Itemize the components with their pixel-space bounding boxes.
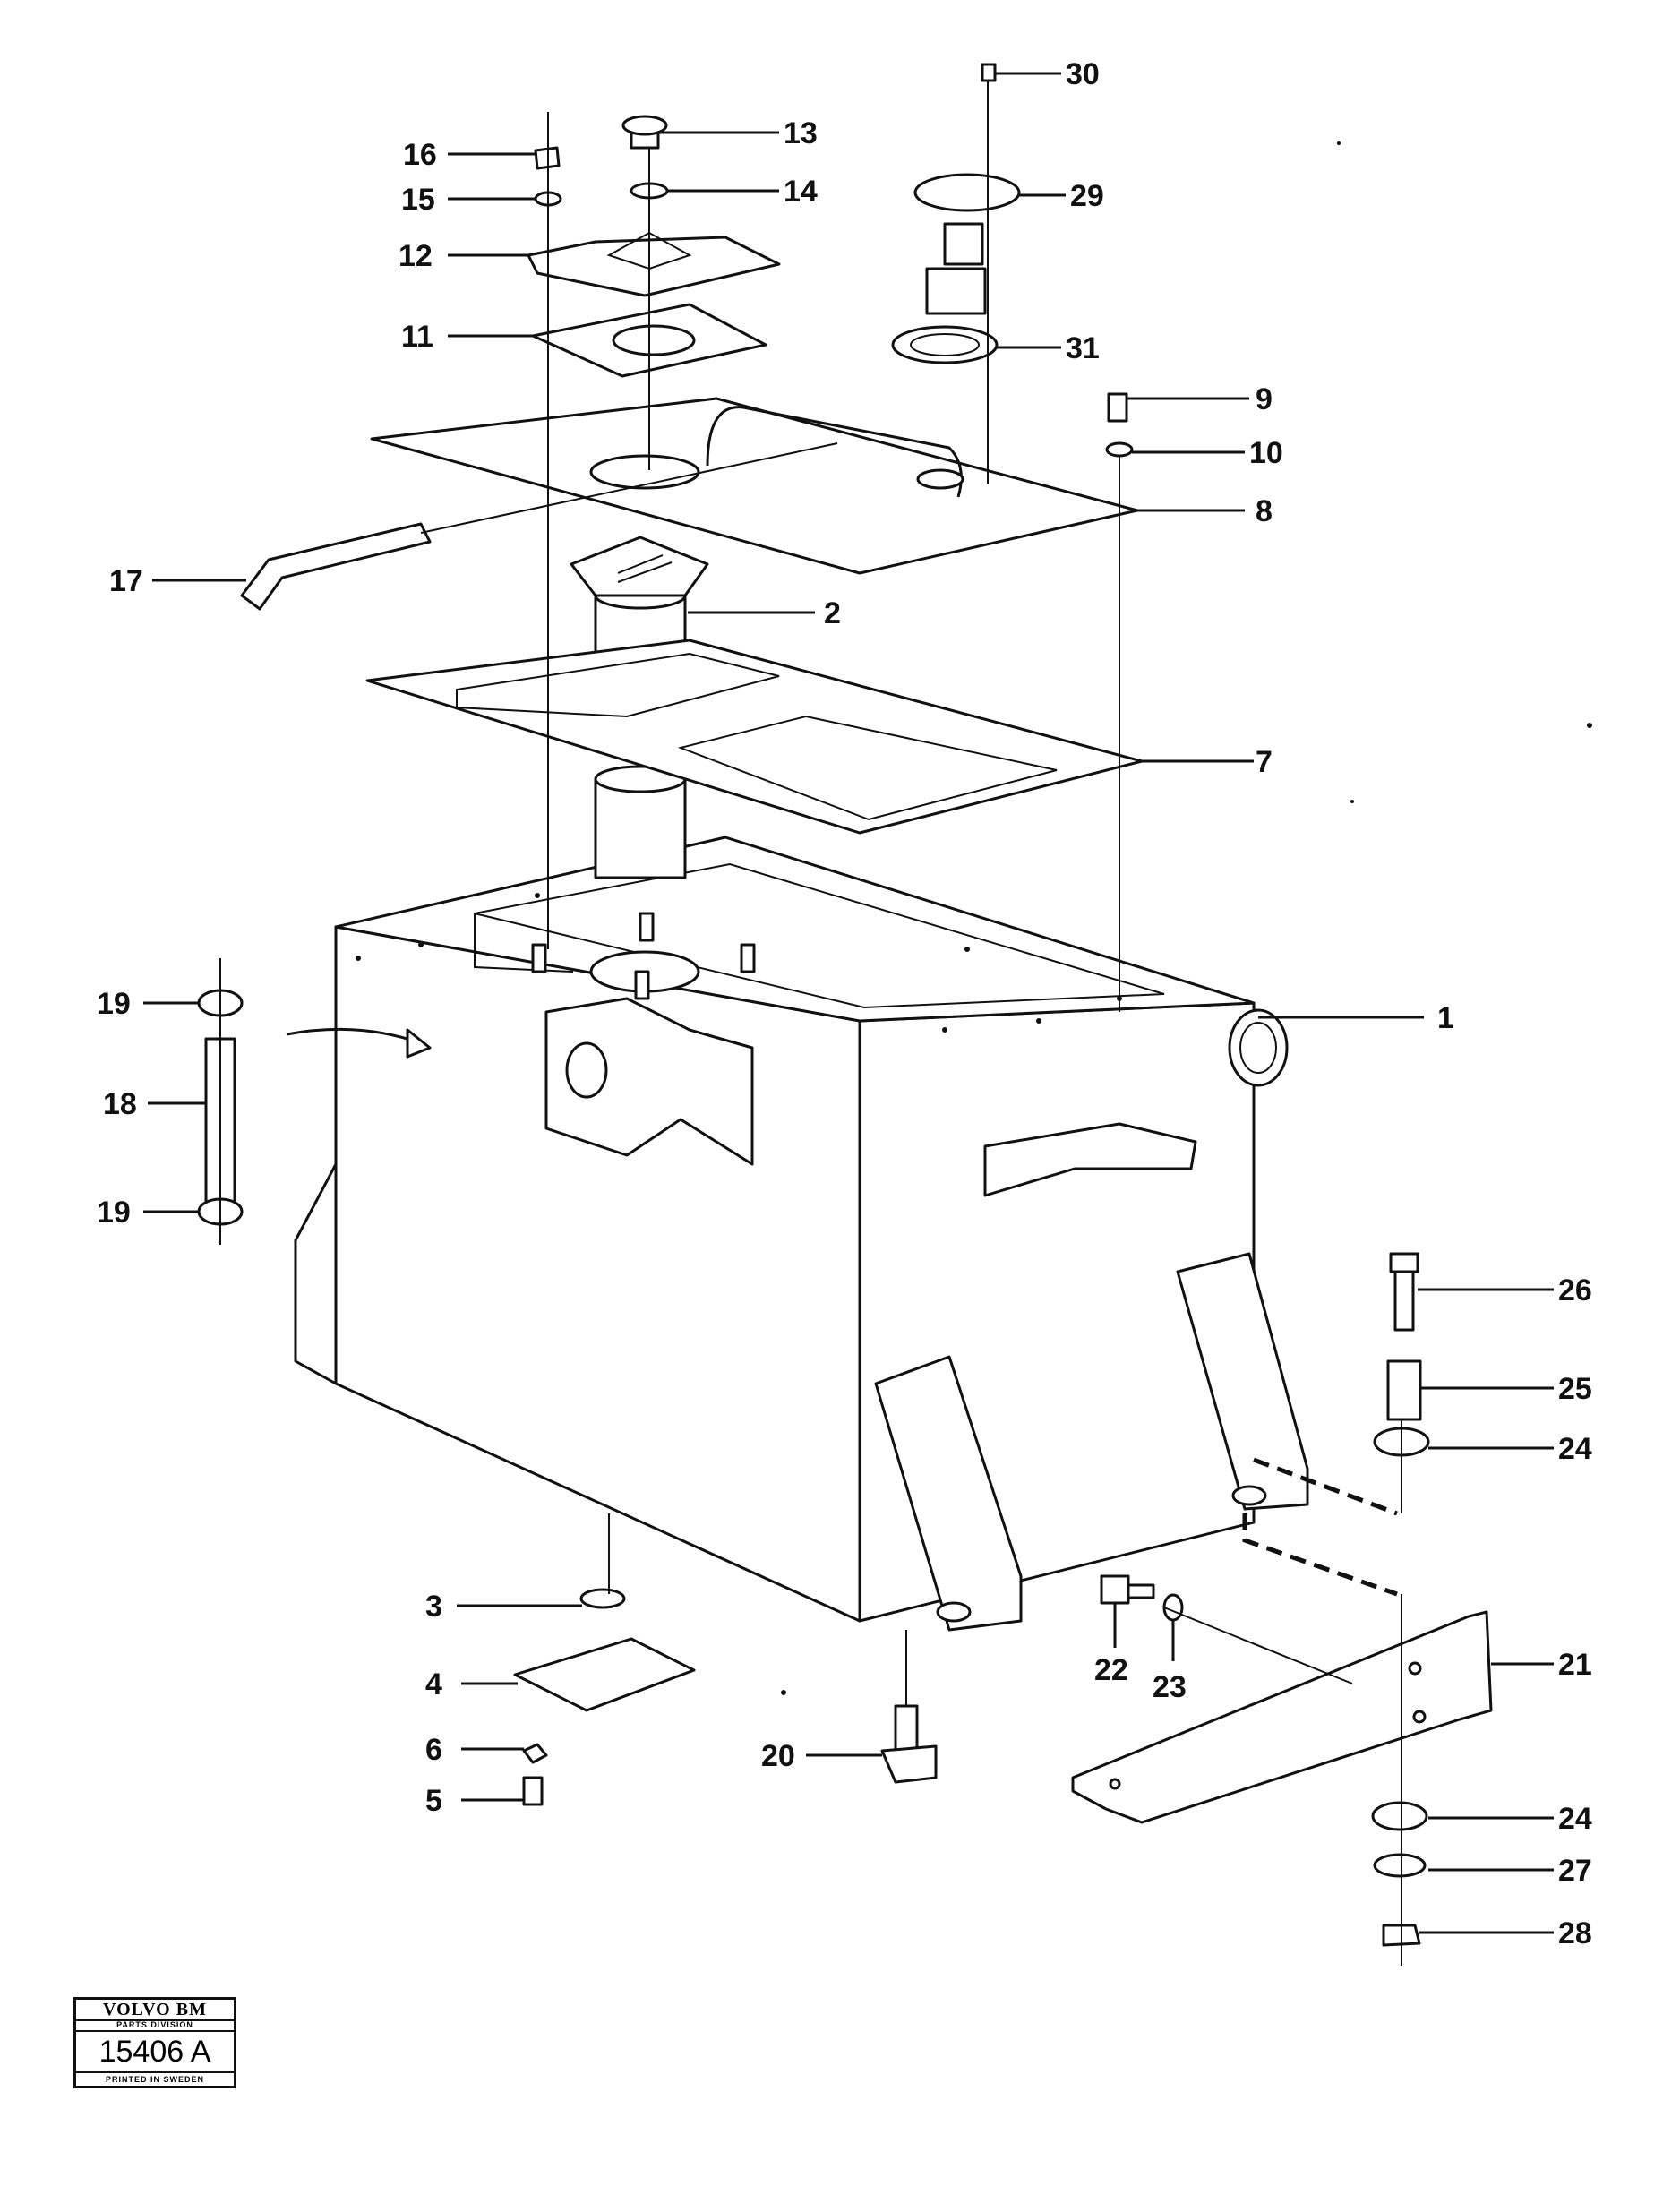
callout-19-top: 19 — [97, 987, 131, 1021]
callout-12: 12 — [399, 239, 433, 273]
callout-19-bottom: 19 — [97, 1196, 131, 1230]
callout-6: 6 — [425, 1733, 442, 1767]
callout-25: 25 — [1558, 1372, 1592, 1406]
callout-11: 11 — [401, 320, 433, 354]
callout-3: 3 — [425, 1590, 442, 1624]
tank-cover — [370, 397, 1139, 575]
callout-7: 7 — [1256, 745, 1273, 779]
stamp-brand: VOLVO BM — [76, 2000, 234, 2021]
rubber-mount-24-bottom — [1371, 1801, 1428, 1831]
bolt-5 — [522, 1776, 544, 1806]
mounting-bracket-21 — [1071, 1610, 1493, 1824]
callout-23: 23 — [1153, 1670, 1187, 1704]
callout-17: 17 — [109, 564, 143, 598]
stamp-number: 15406 A — [99, 2035, 211, 2069]
callout-4: 4 — [425, 1667, 442, 1702]
washer-10 — [1105, 441, 1134, 458]
bolt-26 — [1389, 1252, 1419, 1273]
o-ring-3 — [579, 1588, 626, 1609]
bolt-22 — [1100, 1574, 1130, 1605]
drain-valve-20 — [894, 1704, 919, 1753]
screw-30 — [981, 63, 997, 82]
callout-29: 29 — [1070, 179, 1104, 213]
callout-24-top: 24 — [1558, 1432, 1592, 1466]
leader-lines — [143, 72, 1554, 1934]
callout-13: 13 — [784, 116, 818, 150]
callout-24-bottom: 24 — [1558, 1802, 1592, 1836]
callout-22: 22 — [1094, 1653, 1128, 1687]
callout-labels: 1 2 3 4 5 6 7 8 9 10 11 12 13 14 15 16 1… — [97, 57, 1592, 1950]
stamp-printed: PRINTED IN SWEDEN — [76, 2071, 234, 2086]
cover-plate-4 — [513, 1637, 696, 1712]
parts-catalog-stamp: VOLVO BM PARTS DIVISION 15406 A PRINTED … — [73, 1997, 236, 2088]
callout-8: 8 — [1256, 494, 1273, 528]
gasket-31 — [891, 325, 999, 364]
stamp-division: PARTS DIVISION — [76, 2019, 234, 2032]
bolt-9 — [1107, 392, 1128, 423]
callout-30: 30 — [1066, 57, 1100, 91]
callout-20: 20 — [761, 1739, 795, 1773]
callout-18: 18 — [103, 1087, 137, 1121]
spacer-25 — [1386, 1359, 1422, 1421]
callout-15: 15 — [401, 183, 435, 217]
callout-21: 21 — [1558, 1648, 1592, 1682]
washer-23 — [1162, 1593, 1184, 1622]
callout-10: 10 — [1249, 436, 1283, 470]
callout-27: 27 — [1558, 1854, 1592, 1888]
callout-28: 28 — [1558, 1916, 1592, 1950]
hydraulic-tank — [286, 836, 1309, 1632]
callout-26: 26 — [1558, 1273, 1592, 1307]
washer-27 — [1373, 1853, 1427, 1878]
callout-16: 16 — [403, 138, 437, 172]
callout-14: 14 — [784, 175, 818, 209]
callout-2: 2 — [824, 596, 841, 630]
callout-5: 5 — [425, 1784, 442, 1818]
sender-flange-29 — [913, 173, 1021, 212]
callout-9: 9 — [1256, 382, 1273, 416]
breather-hose — [240, 522, 432, 611]
callout-31: 31 — [1066, 331, 1100, 365]
clip-6 — [522, 1743, 548, 1764]
callout-1: 1 — [1437, 1001, 1454, 1035]
